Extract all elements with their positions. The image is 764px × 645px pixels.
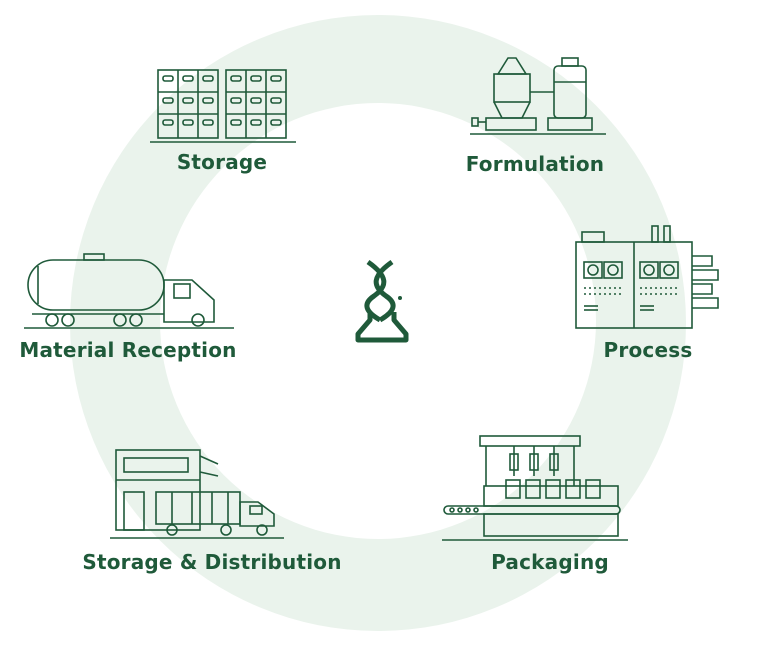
stage-label-storage: Storage (176, 150, 268, 174)
stage-label-material-reception: Material Reception (19, 338, 237, 362)
dna-flask-logo-icon (355, 259, 409, 343)
control-panel-icon (575, 225, 719, 329)
stage-packaging (440, 432, 630, 544)
filling-machine-icon (442, 435, 628, 541)
tanker-truck-icon (24, 253, 234, 329)
stage-label-storage-distribution: Storage & Distribution (82, 550, 342, 574)
stage-label-packaging: Packaging (491, 550, 609, 574)
stage-label-process: Process (603, 338, 693, 362)
mixing-tanks-icon (470, 57, 606, 135)
stage-label-formulation: Formulation (465, 152, 605, 176)
stage-process (572, 222, 724, 332)
stage-material-reception (22, 250, 236, 334)
center-logo (354, 258, 410, 348)
stage-formulation (468, 52, 608, 142)
warehouse-truck-icon (110, 449, 284, 539)
stage-storage-distribution (108, 446, 288, 546)
stage-storage (148, 66, 298, 146)
pallet-crates-icon (150, 69, 296, 143)
